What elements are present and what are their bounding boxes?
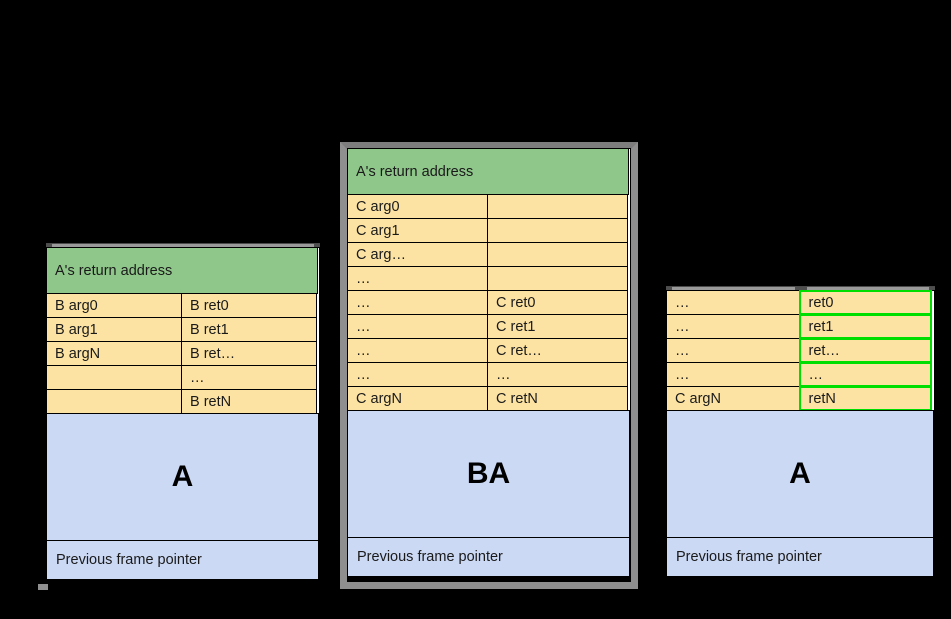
ret-cell: …	[181, 365, 317, 390]
ret-cell-highlighted: ret0	[798, 290, 932, 315]
arg-cell: …	[666, 314, 800, 339]
ret-cell: B ret1	[181, 317, 317, 342]
return-address-header-left: A's return address	[46, 247, 318, 294]
frame-body-label: A	[46, 413, 319, 541]
table-row: C arg1	[347, 218, 630, 243]
table-row: B arg0 B ret0	[46, 293, 319, 318]
table-row: … …	[347, 362, 630, 387]
arg-cell: …	[347, 314, 488, 339]
ret-cell: C ret1	[487, 314, 628, 339]
ret-cell: B ret0	[181, 293, 317, 318]
ret-cell	[487, 218, 628, 243]
arg-cell: C arg0	[347, 194, 488, 219]
table-row: B argN B ret…	[46, 341, 319, 366]
frame-body-label: A	[666, 410, 934, 538]
frame-body-label: BA	[347, 410, 630, 538]
table-row: … ret…	[666, 338, 934, 363]
arg-cell	[46, 365, 182, 390]
table-row: … C ret…	[347, 338, 630, 363]
previous-frame-pointer-label: Previous frame pointer	[46, 540, 319, 580]
arg-cell: …	[666, 290, 800, 315]
table-row: … …	[666, 362, 934, 387]
table-row: B arg1 B ret1	[46, 317, 319, 342]
ret-cell-highlighted: ret…	[798, 338, 932, 363]
table-row: … ret0	[666, 290, 934, 315]
arg-cell: …	[666, 362, 800, 387]
ret-cell: C retN	[487, 386, 628, 411]
ret-cell-highlighted: retN	[798, 386, 932, 411]
table-row: …	[347, 266, 630, 291]
table-row: C argN retN	[666, 386, 934, 411]
table-row: …	[46, 365, 319, 390]
table-row: C arg0	[347, 194, 630, 219]
table-row: C argN C retN	[347, 386, 630, 411]
stack-frame-left: A's return address B arg0 B ret0 B arg1 …	[46, 247, 320, 581]
return-address-header-middle: A's return address	[347, 148, 629, 195]
previous-frame-pointer-label: Previous frame pointer	[666, 537, 934, 577]
arg-cell: …	[347, 362, 488, 387]
arg-cell: B arg1	[46, 317, 182, 342]
ret-cell: …	[487, 362, 628, 387]
arg-cell: …	[666, 338, 800, 363]
ret-cell-highlighted: …	[798, 362, 932, 387]
ret-cell	[487, 194, 628, 219]
arg-cell: B argN	[46, 341, 182, 366]
arg-cell	[46, 389, 182, 414]
table-row: … C ret0	[347, 290, 630, 315]
ret-cell: B retN	[181, 389, 317, 414]
arg-cell: B arg0	[46, 293, 182, 318]
table-row: … C ret1	[347, 314, 630, 339]
ret-cell-highlighted: ret1	[798, 314, 932, 339]
stack-marker-left	[38, 584, 48, 590]
ret-cell: C ret…	[487, 338, 628, 363]
table-row: C arg…	[347, 242, 630, 267]
ret-cell	[487, 266, 628, 291]
stack-frame-right: … ret0 … ret1 … ret… … … C argN retN A P…	[666, 290, 935, 578]
stack-frame-middle: A's return address C arg0 C arg1 C arg… …	[347, 148, 631, 578]
previous-frame-pointer-label: Previous frame pointer	[347, 537, 630, 577]
ret-cell	[487, 242, 628, 267]
arg-cell: …	[347, 266, 488, 291]
arg-cell: …	[347, 338, 488, 363]
arg-cell: C arg…	[347, 242, 488, 267]
arg-cell: C argN	[666, 386, 800, 411]
arg-cell: …	[347, 290, 488, 315]
arg-cell: C argN	[347, 386, 488, 411]
table-row: B retN	[46, 389, 319, 414]
arg-cell: C arg1	[347, 218, 488, 243]
table-row: … ret1	[666, 314, 934, 339]
ret-cell: C ret0	[487, 290, 628, 315]
ret-cell: B ret…	[181, 341, 317, 366]
